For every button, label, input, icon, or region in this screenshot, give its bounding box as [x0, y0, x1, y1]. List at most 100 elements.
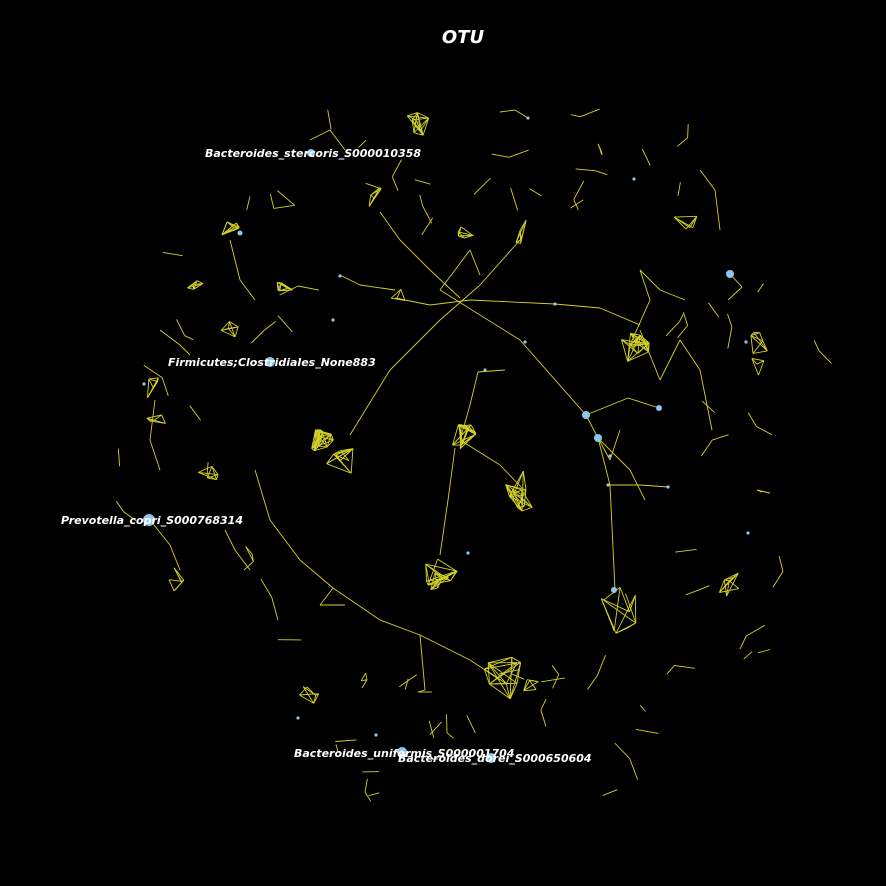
network-node[interactable]	[632, 177, 636, 181]
network-node[interactable]	[142, 382, 146, 386]
node-prevotella-copri[interactable]	[143, 514, 155, 526]
label-prevotella-copri: Prevotella_copri_S000768314	[61, 514, 243, 527]
network-edge	[365, 182, 382, 190]
network-edge	[573, 180, 585, 200]
node-bacteroides-stercoris[interactable]	[307, 149, 315, 157]
hub-node[interactable]	[656, 405, 662, 411]
hub-node[interactable]	[611, 587, 617, 593]
network-edge	[554, 303, 601, 309]
network-edge	[609, 429, 621, 461]
network-edge	[147, 381, 159, 399]
network-edge	[299, 559, 334, 589]
network-node[interactable]	[606, 483, 610, 487]
network-edge	[206, 462, 209, 476]
node-firmicutes-clostridiales[interactable]	[265, 357, 275, 367]
network-edge	[446, 732, 454, 739]
hub-node[interactable]	[237, 230, 243, 236]
network-edge	[417, 112, 429, 119]
network-edge	[729, 580, 740, 589]
network-edge	[457, 226, 462, 233]
network-edge	[437, 558, 457, 572]
network-edge	[615, 595, 636, 634]
network-edge	[595, 170, 608, 176]
network-node[interactable]	[746, 531, 750, 535]
network-node[interactable]	[666, 485, 670, 489]
network-edge	[370, 194, 375, 199]
network-edge	[425, 563, 458, 572]
network-edge	[220, 321, 230, 331]
network-edge	[677, 137, 688, 147]
network-node[interactable]	[374, 733, 378, 737]
network-node[interactable]	[483, 368, 487, 372]
network-edge	[540, 710, 547, 727]
network-edge	[400, 289, 406, 301]
network-node[interactable]	[331, 318, 335, 322]
network-edge	[429, 269, 461, 299]
network-node[interactable]	[523, 340, 527, 344]
network-edge	[315, 430, 320, 438]
network-edge	[396, 289, 402, 299]
network-edge	[597, 437, 631, 471]
network-edge	[639, 484, 669, 488]
network-edge	[176, 319, 186, 336]
network-node[interactable]	[466, 551, 470, 555]
network-edge	[198, 471, 217, 481]
network-edge	[682, 312, 689, 326]
network-edge	[299, 694, 315, 704]
network-edge	[311, 429, 316, 449]
network-edge	[350, 448, 354, 474]
hub-node[interactable]	[594, 434, 602, 442]
network-node[interactable]	[526, 116, 530, 120]
network-edge	[239, 279, 256, 301]
network-edge	[168, 579, 175, 592]
network-edge	[724, 572, 739, 581]
network-edge	[330, 433, 334, 441]
network-edge	[333, 453, 352, 474]
node-bacteroides-dorei[interactable]	[486, 753, 496, 763]
network-edge	[443, 578, 451, 582]
network-edge	[311, 433, 332, 449]
network-edge	[470, 424, 477, 434]
network-edge	[760, 490, 771, 494]
network-edge	[499, 109, 516, 113]
network-edge	[333, 453, 341, 461]
network-node[interactable]	[744, 340, 748, 344]
network-edge	[575, 168, 596, 172]
network-edge	[263, 321, 276, 331]
network-edge	[758, 360, 765, 376]
network-node[interactable]	[608, 454, 612, 458]
network-edge	[277, 315, 293, 333]
network-edge	[211, 466, 219, 475]
network-edge	[228, 321, 230, 329]
network-node[interactable]	[553, 302, 557, 306]
network-edge	[521, 471, 524, 512]
network-edge	[458, 425, 477, 434]
hub-node[interactable]	[582, 411, 590, 419]
network-edge	[169, 579, 182, 582]
hub-node[interactable]	[726, 270, 734, 278]
network-edge	[509, 496, 523, 512]
network-edge	[679, 314, 684, 322]
network-edge	[521, 506, 533, 512]
network-edge	[271, 596, 279, 621]
labeled-node-layer	[143, 149, 496, 763]
network-edge	[254, 469, 271, 521]
network-edge	[450, 570, 457, 581]
network-edge	[748, 412, 757, 427]
network-edge	[699, 169, 716, 191]
network-edge	[673, 216, 694, 229]
network-edge	[414, 179, 431, 185]
network-node[interactable]	[296, 716, 300, 720]
network-edge	[487, 662, 490, 685]
network-edge	[169, 544, 181, 571]
node-bacteroides-uniformis[interactable]	[397, 747, 407, 757]
network-edge	[420, 117, 430, 132]
network-edge	[469, 299, 556, 305]
network-edge	[659, 339, 681, 381]
network-edge	[391, 159, 402, 177]
network-edge	[406, 115, 424, 136]
network-edge	[236, 222, 240, 228]
network-node[interactable]	[338, 274, 342, 278]
network-edge	[279, 285, 299, 296]
